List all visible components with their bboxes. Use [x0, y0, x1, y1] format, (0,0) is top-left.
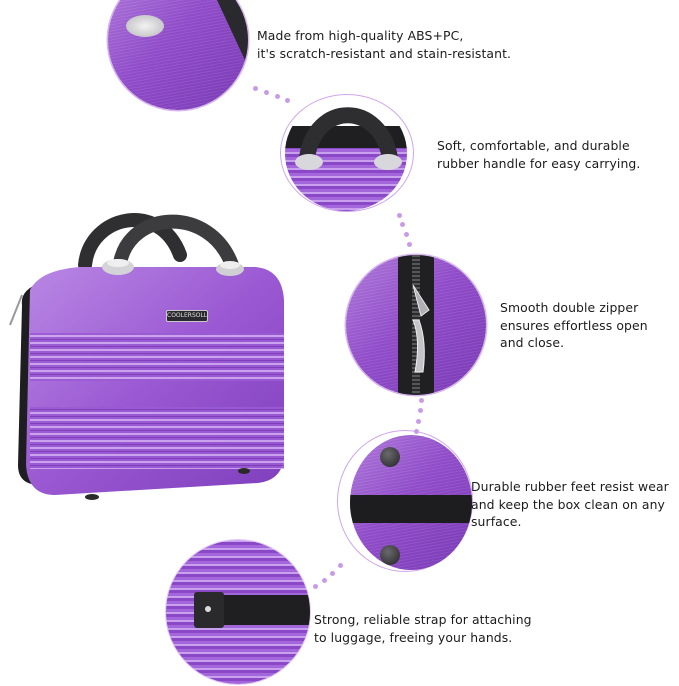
detail-circle-material	[108, 0, 248, 110]
callout-line: surface.	[471, 514, 522, 529]
callout-line: Durable rubber feet resist wear	[471, 479, 669, 494]
callout-handle: Soft, comfortable, and durable rubber ha…	[437, 137, 640, 172]
zipper-band	[350, 495, 472, 523]
callout-zipper: Smooth double zipper ensures effortless …	[500, 299, 648, 352]
detail-circle-handle	[285, 96, 407, 211]
callout-line: Smooth double zipper	[500, 300, 639, 315]
rubber-foot	[380, 545, 400, 565]
callout-line: Strong, reliable strap for attaching	[314, 612, 532, 627]
callout-line: and close.	[500, 335, 565, 350]
rivet-icon	[205, 606, 211, 612]
ring-handle	[280, 94, 414, 212]
ring-feet	[337, 430, 473, 572]
callout-line: it's scratch-resistant and stain-resista…	[257, 45, 512, 61]
callout-line: Soft, comfortable, and durable	[437, 138, 630, 153]
brand-logo-badge: COOLERSOLL	[166, 310, 208, 322]
main-product-image: COOLERSOLL	[0, 195, 290, 505]
callout-strap: Strong, reliable strap for attaching to …	[314, 611, 532, 646]
detail-circle-zipper	[346, 255, 486, 395]
callout-feet: Durable rubber feet resist wear and keep…	[471, 478, 669, 531]
callout-line: rubber handle for easy carrying.	[437, 155, 641, 171]
travel-case-illustration	[9, 213, 284, 500]
strap-buckle	[194, 592, 224, 628]
detail-circle-feet	[350, 435, 472, 570]
callout-line: and keep the box clean on any	[471, 496, 665, 512]
zipper-pull-icon	[412, 284, 430, 373]
zipper-band	[203, 0, 248, 97]
handle-icon	[295, 107, 402, 170]
callout-line: ensures effortless open	[500, 317, 648, 333]
brand-logo-text: COOLERSOLL	[167, 312, 208, 319]
hinge-cap	[126, 15, 164, 37]
callout-material: Made from high-quality ABS+PC, it's scra…	[257, 27, 511, 62]
callout-line: to luggage, freeing your hands.	[314, 629, 513, 645]
callout-line: Made from high-quality ABS+PC,	[257, 28, 464, 43]
detail-circle-strap	[166, 540, 310, 684]
rubber-foot	[380, 447, 400, 467]
